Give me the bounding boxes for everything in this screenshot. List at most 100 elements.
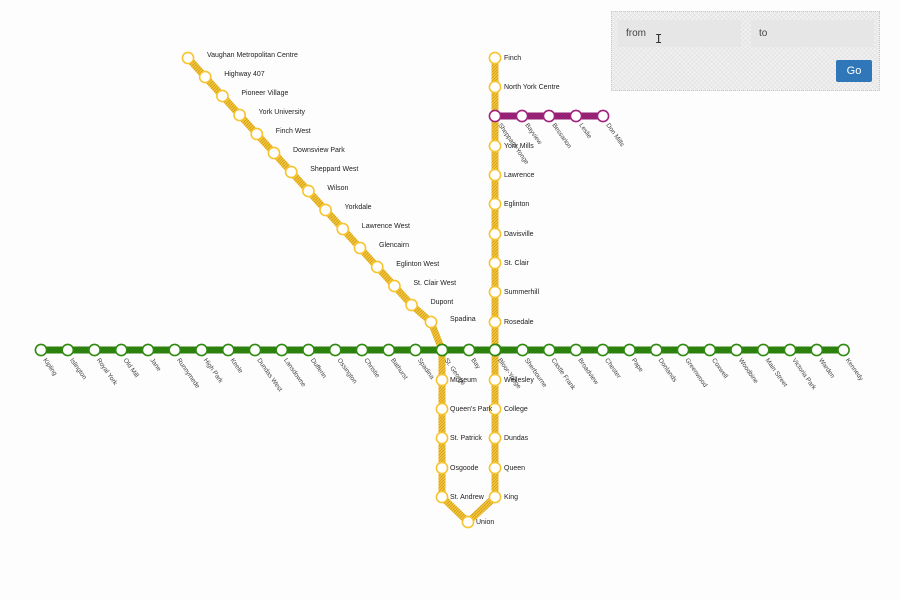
station-glencairn[interactable] xyxy=(353,241,367,255)
station-pape[interactable] xyxy=(623,343,636,357)
station-queen-l1[interactable] xyxy=(488,461,502,475)
station-dufferin[interactable] xyxy=(302,343,315,357)
station-label-college: College xyxy=(504,406,528,413)
station-christie[interactable] xyxy=(355,343,369,357)
station-woodbine[interactable] xyxy=(730,343,743,357)
station-castle-frank[interactable] xyxy=(542,343,556,357)
from-input[interactable] xyxy=(618,20,741,47)
station-label-lawrence-west: Lawrence West xyxy=(362,223,410,230)
station-dupont[interactable] xyxy=(405,298,418,312)
station-runnymede[interactable] xyxy=(168,343,182,357)
station-label-castle-frank: Castle Frank xyxy=(550,357,577,392)
station-summerhill-l1[interactable] xyxy=(488,285,502,299)
station-wellesley-l1[interactable] xyxy=(488,373,502,387)
station-osgoode[interactable] xyxy=(435,461,449,475)
station-islington[interactable] xyxy=(61,343,75,357)
station-label-coxwell: Coxwell xyxy=(710,357,729,380)
station-greenwood[interactable] xyxy=(676,343,690,357)
station-spadina[interactable] xyxy=(424,315,438,329)
station-bathurst[interactable] xyxy=(382,343,396,357)
station-lansdowne[interactable] xyxy=(275,343,289,357)
station-eglinton-l1[interactable] xyxy=(488,197,502,211)
station-coxwell[interactable] xyxy=(703,343,717,357)
station-ossington[interactable] xyxy=(328,343,342,357)
station-label-eglinton: Eglinton xyxy=(504,201,529,208)
station-high-park[interactable] xyxy=(195,343,208,357)
station-royal-york[interactable] xyxy=(88,343,101,357)
station-finch-l1[interactable] xyxy=(488,51,502,65)
station-queen-s-park[interactable] xyxy=(435,402,449,416)
station-label-dundas: Dundas xyxy=(504,435,529,442)
station-label-finch-west: Finch West xyxy=(276,128,311,135)
station-warden[interactable] xyxy=(810,343,824,357)
route-lines xyxy=(41,55,844,526)
station-st-clair-l1[interactable] xyxy=(488,256,502,270)
station-label-union: Union xyxy=(476,519,494,526)
station-york-university[interactable] xyxy=(233,108,246,122)
station-victoria-park[interactable] xyxy=(783,343,797,357)
station-highway-407[interactable] xyxy=(198,70,212,84)
station-sherbourne[interactable] xyxy=(516,343,529,357)
station-bay[interactable] xyxy=(462,343,476,357)
station-finch-west[interactable] xyxy=(250,127,264,141)
station-king-l1[interactable] xyxy=(488,490,502,504)
to-input[interactable] xyxy=(751,20,874,47)
station-rosedale-l1[interactable] xyxy=(488,315,502,329)
station-st-andrew[interactable] xyxy=(435,490,449,504)
station-label-sheppard-west: Sheppard West xyxy=(310,166,358,173)
station-college-l1[interactable] xyxy=(488,402,502,416)
station-sheppard-west[interactable] xyxy=(284,165,298,179)
station-kennedy[interactable] xyxy=(837,343,850,357)
station-label-vaughan-metropolitan-centre: Vaughan Metropolitan Centre xyxy=(207,52,298,59)
station-bayview[interactable] xyxy=(515,109,529,123)
station-yorkdale[interactable] xyxy=(319,203,332,217)
station-eglinton-west[interactable] xyxy=(370,260,384,274)
line-1-west-route-texture xyxy=(185,55,498,526)
station-kipling[interactable] xyxy=(34,343,48,357)
station-union[interactable] xyxy=(461,515,475,529)
station-label-dundas-west: Dundas West xyxy=(255,357,283,393)
station-dundas-west[interactable] xyxy=(248,343,262,357)
station-keele[interactable] xyxy=(221,343,235,357)
station-label-pape: Pape xyxy=(630,357,645,374)
station-museum[interactable] xyxy=(435,373,449,387)
station-dundas-l1[interactable] xyxy=(488,431,502,445)
station-donlands[interactable] xyxy=(649,343,663,357)
station-label-st-clair-west: St. Clair West xyxy=(413,280,456,287)
station-label-old-mill: Old Mill xyxy=(122,357,140,379)
station-don-mills[interactable] xyxy=(596,109,610,123)
station-label-high-park: High Park xyxy=(202,357,225,385)
station-pioneer-village[interactable] xyxy=(215,89,229,103)
station-sheppard-yonge-l1[interactable] xyxy=(488,109,502,123)
station-label-rosedale: Rosedale xyxy=(504,319,534,326)
station-bloor-yonge-l1[interactable] xyxy=(488,343,502,357)
station-label-museum: Museum xyxy=(450,377,477,384)
station-spadina[interactable] xyxy=(409,343,422,357)
station-old-mill[interactable] xyxy=(114,343,128,357)
station-york-mills-l1[interactable] xyxy=(488,139,502,153)
station-st-patrick[interactable] xyxy=(435,431,449,445)
station-north-york-centre-l1[interactable] xyxy=(488,80,502,94)
station-chester[interactable] xyxy=(596,343,610,357)
station-label-warden: Warden xyxy=(817,357,836,380)
station-vaughan-metropolitan-centre[interactable] xyxy=(181,51,195,65)
station-downsview-park[interactable] xyxy=(267,146,281,160)
go-button[interactable]: Go xyxy=(836,60,872,82)
station-davisville-l1[interactable] xyxy=(488,227,502,241)
station-st-george-interchange[interactable] xyxy=(435,343,449,357)
station-label-chester: Chester xyxy=(603,357,622,380)
station-label-bay: Bay xyxy=(469,357,482,371)
station-lawrence-west[interactable] xyxy=(336,222,350,236)
station-bessarion[interactable] xyxy=(542,109,556,123)
station-label-keele: Keele xyxy=(229,357,244,375)
station-leslie[interactable] xyxy=(569,109,583,123)
station-jane[interactable] xyxy=(141,343,155,357)
station-broadview[interactable] xyxy=(569,343,583,357)
station-main-street[interactable] xyxy=(756,343,770,357)
station-label-islington: Islington xyxy=(68,357,88,381)
station-lawrence-l1[interactable] xyxy=(488,168,502,182)
station-st-clair-west[interactable] xyxy=(387,279,401,293)
station-label-york-university: York University xyxy=(259,109,306,116)
station-label-victoria-park: Victoria Park xyxy=(790,357,817,392)
station-wilson[interactable] xyxy=(301,184,315,198)
